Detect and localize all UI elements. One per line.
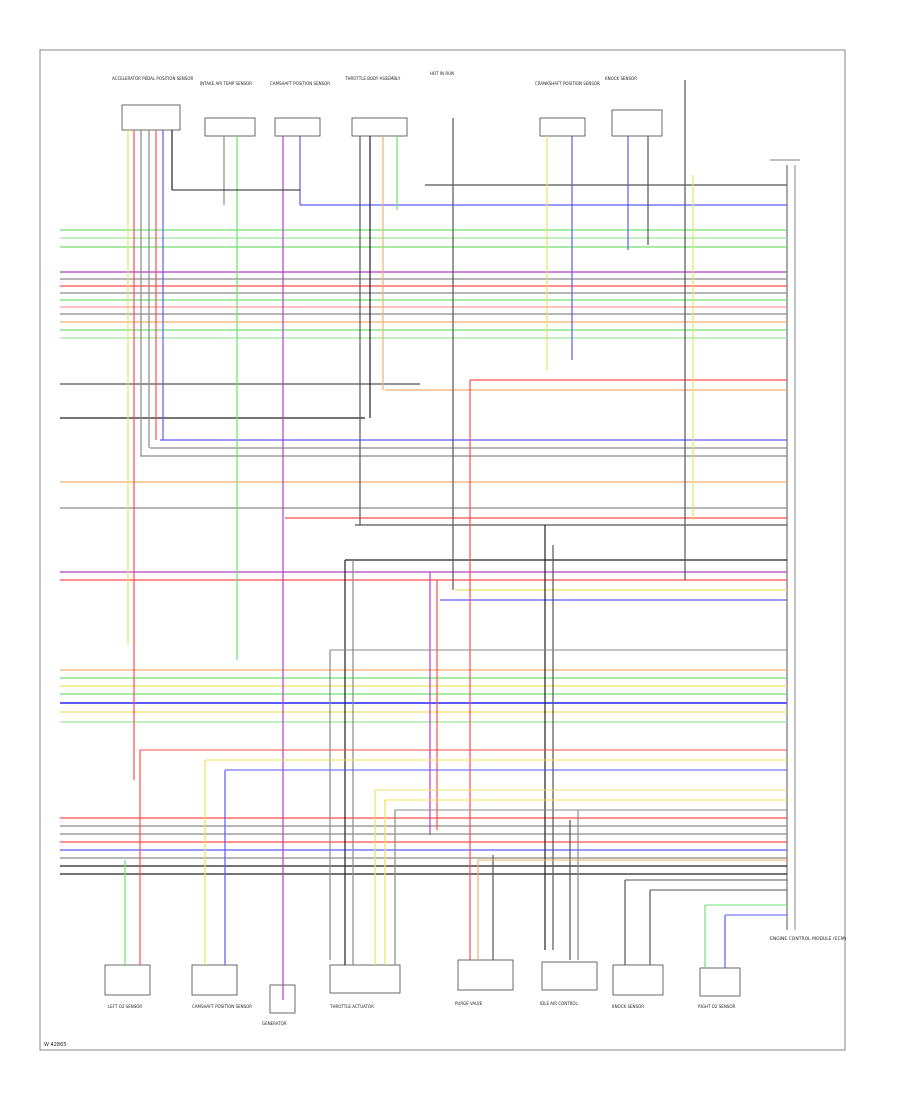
label-left-o2: LEFT O2 SENSOR [108,1004,142,1009]
label-ks-top: KNOCK SENSOR [605,76,637,81]
label-purge: PURGE VALVE [455,1001,483,1006]
label-iat-sensor: INTAKE AIR TEMP SENSOR [200,81,252,86]
label-generator: GENERATOR [262,1021,287,1026]
top-labels: ACCELERATOR PEDAL POSITION SENSOR INTAKE… [112,71,637,86]
ecm-connector [770,159,800,930]
label-iac: IDLE AIR CONTROL [540,1001,579,1006]
label-hot-in-run: HOT IN RUN [430,71,454,76]
label-right-o2: RIGHT O2 SENSOR [698,1004,735,1009]
bottom-components [104,959,741,1014]
top-components [121,104,663,137]
label-ecm: ENGINE CONTROL MODULE (ECM) [770,936,847,942]
label-knock: KNOCK SENSOR [612,1004,644,1009]
label-cam-sensor: CAMSHAFT POSITION SENSOR [192,1004,252,1009]
vertical-wires [124,80,726,1000]
label-cmp-sensor: CAMSHAFT POSITION SENSOR [270,81,330,86]
bottom-labels: LEFT O2 SENSOR CAMSHAFT POSITION SENSOR … [108,1001,735,1026]
label-tb-assembly: THROTTLE BODY ASSEMBLY [344,76,401,81]
diagram-frame [39,49,846,1051]
routing-wires [140,189,787,916]
diagram-code: W 42865 [44,1042,66,1048]
label-throttle: THROTTLE ACTUATOR [329,1004,374,1009]
horizontal-wires [60,184,787,875]
label-ckp-sensor: CRANKSHAFT POSITION SENSOR [535,81,600,86]
label-app-sensor: ACCELERATOR PEDAL POSITION SENSOR [112,76,193,81]
